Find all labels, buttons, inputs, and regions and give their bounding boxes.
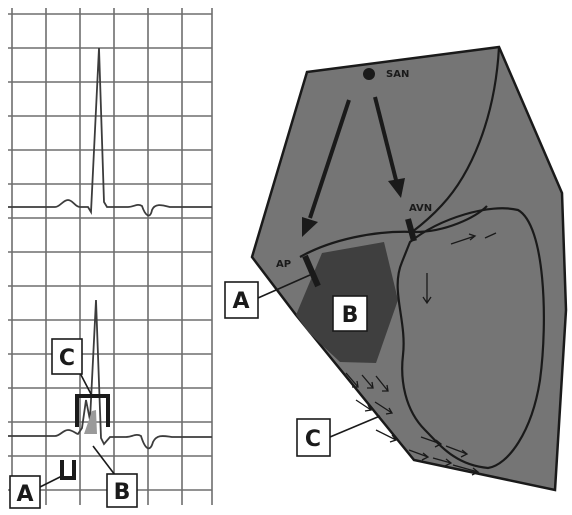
heart-label-a: A (232, 289, 249, 314)
ecg-grid (8, 8, 212, 505)
heart-label-b: B (342, 303, 359, 328)
heart-label-c: C (305, 427, 321, 452)
heart-leader-c (330, 416, 380, 437)
san-label: SAN (386, 69, 409, 80)
heart-panel: SAN AVN AP A (225, 47, 566, 490)
ecg-label-b: B (114, 480, 131, 505)
avn-label: AVN (409, 203, 432, 214)
ecg-leader-c (80, 373, 92, 396)
ecg-leader-b (93, 446, 115, 475)
ecg-marker-a (62, 460, 74, 478)
ecg-label-c: C (59, 346, 75, 371)
ecg-label-a: A (16, 482, 33, 507)
ecg-panel: A B C (8, 8, 212, 508)
sa-node (363, 68, 375, 80)
ap-label: AP (276, 259, 291, 270)
ecg-leader-a (38, 476, 62, 488)
